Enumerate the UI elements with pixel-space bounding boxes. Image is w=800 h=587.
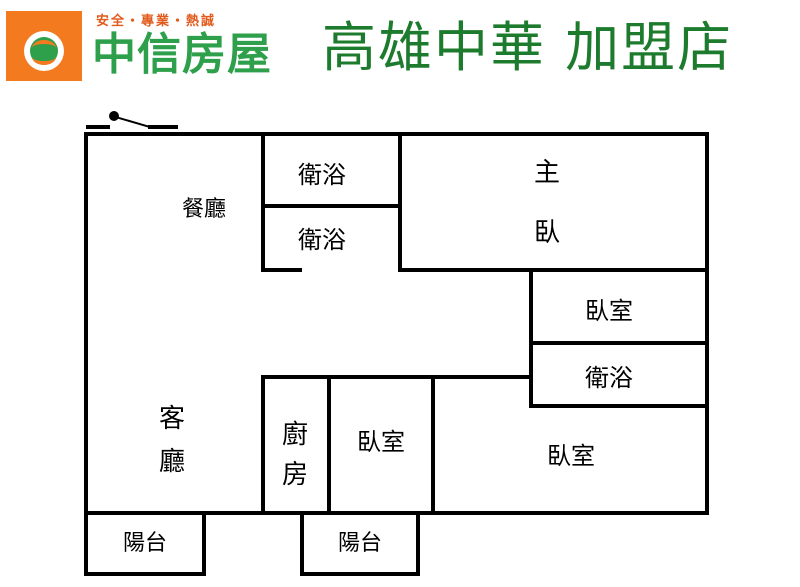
label-bedroom-right: 臥室 (585, 297, 633, 325)
brand-logo (6, 11, 82, 81)
label-dining: 餐廳 (182, 197, 226, 222)
logo-arc (32, 40, 56, 56)
label-balcony-left: 陽台 (123, 531, 167, 556)
logo-arc (32, 49, 56, 65)
label-master-2: 臥 (534, 218, 560, 248)
label-bedroom-bottom-right: 臥室 (547, 442, 595, 470)
label-living-2: 廳 (159, 447, 185, 477)
label-kitchen-1: 廚 (282, 420, 308, 450)
label-bedroom-mid: 臥室 (357, 428, 405, 456)
label-bath-2: 衛浴 (298, 226, 346, 254)
slogan: 安全・專業・熱誠 (96, 14, 217, 29)
label-living-1: 客 (159, 404, 185, 434)
label-bath-3: 衛浴 (585, 364, 633, 392)
label-bath-1: 衛浴 (298, 161, 346, 189)
store-name: 高雄中華 加盟店 (322, 16, 734, 79)
brand-name: 中信房屋 (92, 29, 272, 80)
door-hinge (109, 111, 119, 121)
label-kitchen-2: 房 (282, 460, 308, 490)
label-balcony-right: 陽台 (338, 531, 382, 556)
label-master-1: 主 (534, 158, 560, 188)
